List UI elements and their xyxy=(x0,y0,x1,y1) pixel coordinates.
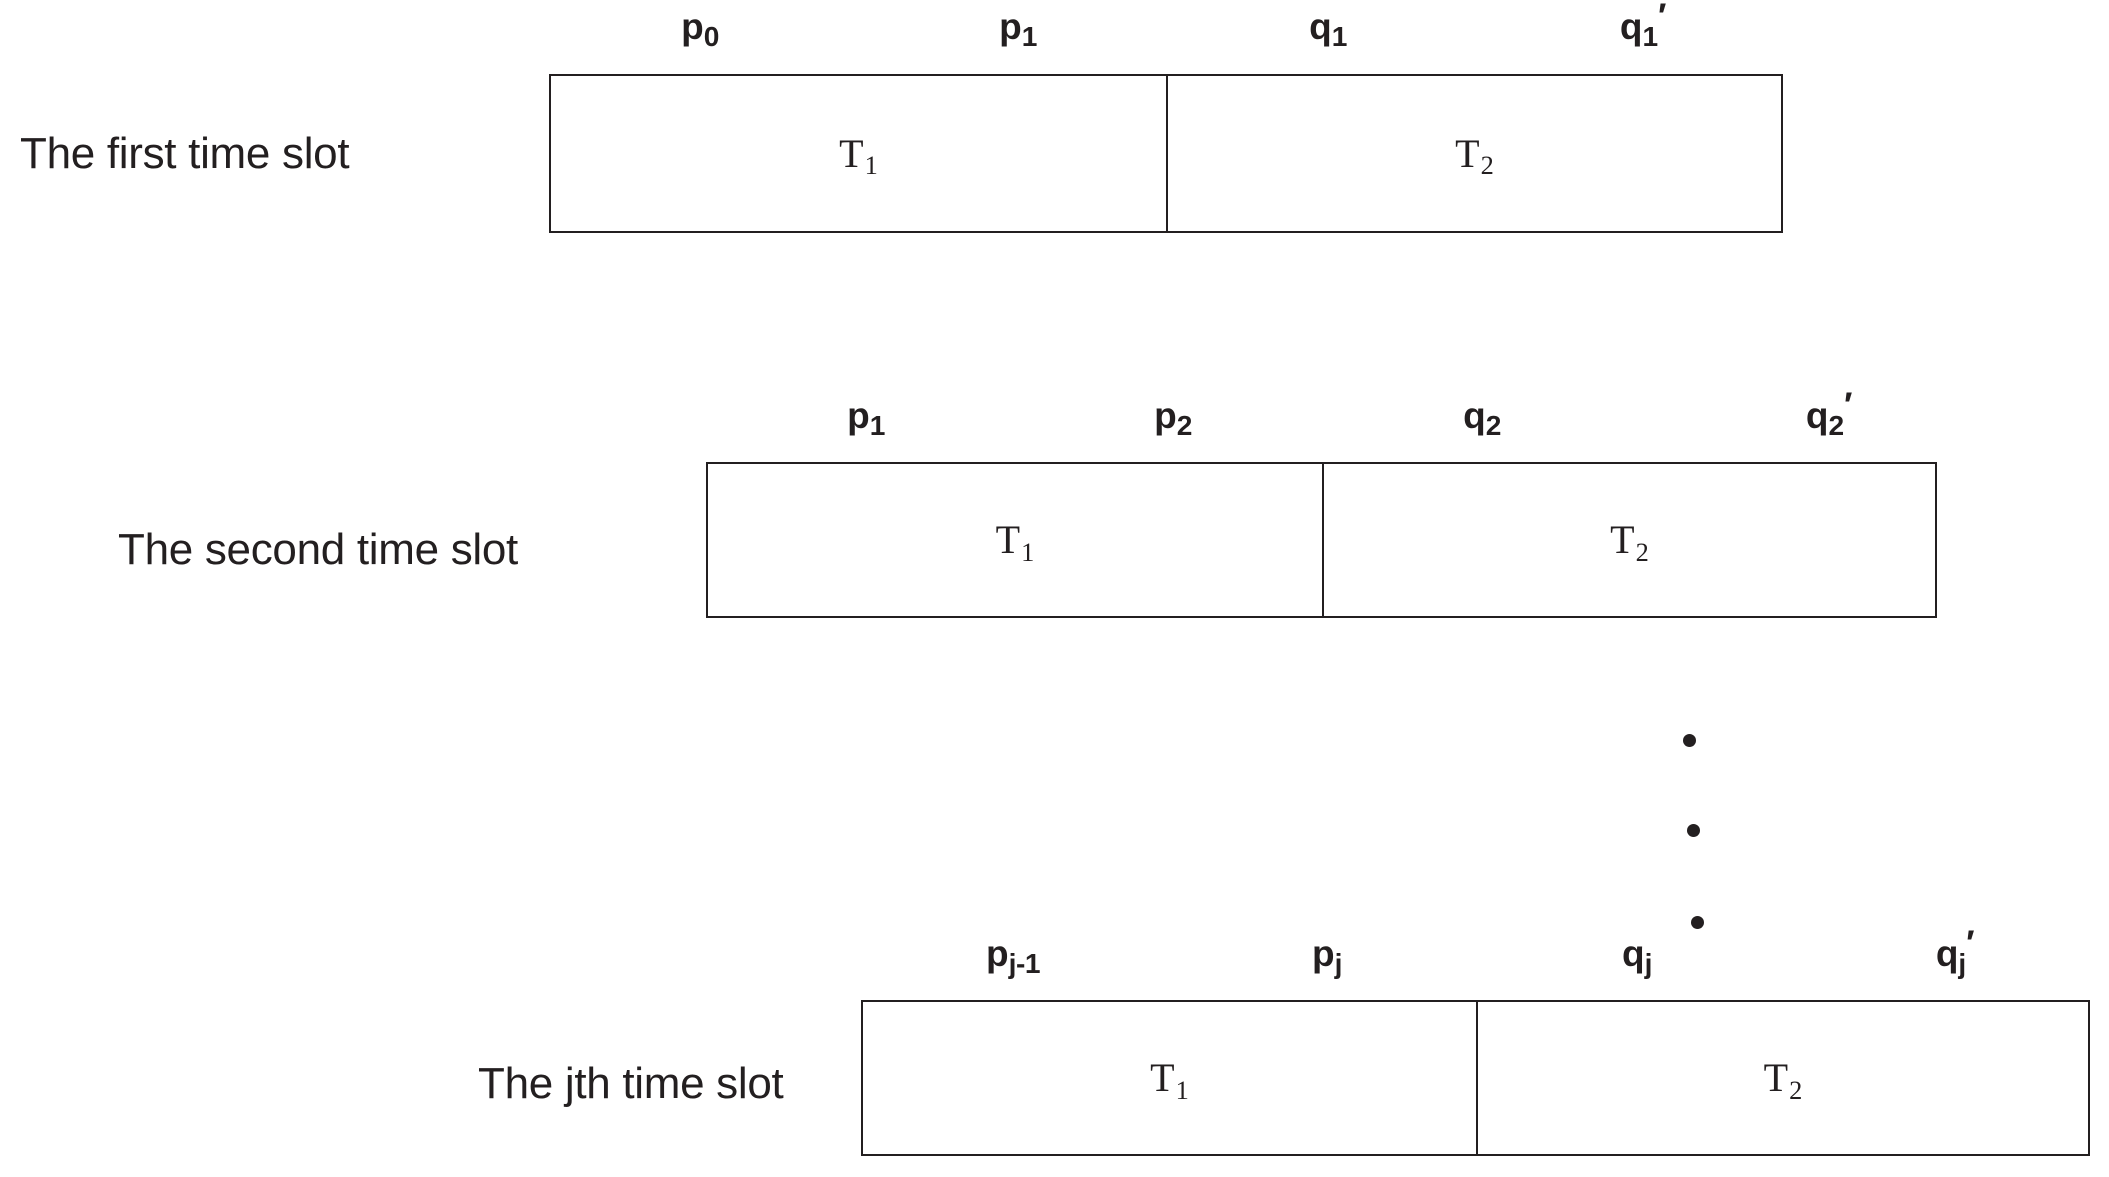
tick-base: q xyxy=(1463,395,1486,436)
tick-label-q2: q2 xyxy=(1463,395,1501,440)
vertical-ellipsis xyxy=(1683,720,1713,940)
tick-base: p xyxy=(847,395,870,436)
tick-sub: 1 xyxy=(1021,21,1038,53)
tick-sub: 1 xyxy=(869,410,886,442)
tick-label-pj-minus-1: pj-1 xyxy=(986,933,1040,978)
tick-sub: j xyxy=(1334,948,1343,980)
tick-prime: ′ xyxy=(1966,923,1975,963)
slot-bar-first: T1 T2 xyxy=(549,74,1783,233)
tick-base: p xyxy=(1312,933,1335,974)
tick-base: q xyxy=(1935,933,1959,974)
slot-bar-jth: T1 T2 xyxy=(861,1000,2090,1156)
slot-caption-jth: The jth time slot xyxy=(478,1059,784,1108)
tick-label-p0: p0 xyxy=(681,6,719,51)
tick-base: q xyxy=(1309,6,1332,47)
tick-sub: 2 xyxy=(1485,410,1502,442)
slot-cell-label: T2 xyxy=(1763,1055,1803,1105)
slot-cell-T2: T2 xyxy=(1322,464,1935,616)
slot-cell-T1: T1 xyxy=(708,464,1322,616)
ellipsis-dot xyxy=(1687,824,1700,837)
tick-sub: 1 xyxy=(1642,21,1659,53)
tick-sub: 2 xyxy=(1176,410,1193,442)
tick-sub: 1 xyxy=(1331,21,1348,53)
tick-label-q2-prime: q2′ xyxy=(1805,388,1853,440)
ellipsis-dot xyxy=(1683,734,1696,747)
tick-base: p xyxy=(681,6,704,47)
slot-cell-T2: T2 xyxy=(1166,76,1781,231)
tick-label-q1: q1 xyxy=(1309,6,1347,51)
tick-base: q xyxy=(1619,6,1643,47)
slot-cell-label: T2 xyxy=(1610,517,1649,567)
slot-cell-label: T2 xyxy=(1455,130,1494,181)
slot-cell-label: T1 xyxy=(839,130,878,181)
tick-sub: j xyxy=(1644,948,1653,980)
tick-base: q xyxy=(1622,933,1645,974)
slot-caption-second: The second time slot xyxy=(118,525,518,574)
tick-base: q xyxy=(1805,395,1829,436)
slot-cell-T1: T1 xyxy=(551,76,1166,231)
tick-sub: 2 xyxy=(1828,410,1845,442)
tick-base: p xyxy=(986,933,1009,974)
tick-prime: ′ xyxy=(1658,0,1667,36)
slot-cell-T2: T2 xyxy=(1476,1002,2088,1154)
tick-label-qj: qj xyxy=(1622,933,1652,978)
tick-label-q1-prime: q1′ xyxy=(1619,0,1667,51)
tick-label-p1: p1 xyxy=(847,395,885,440)
tick-label-p2: p2 xyxy=(1154,395,1192,440)
ellipsis-dot xyxy=(1691,916,1704,929)
tick-prime: ′ xyxy=(1844,385,1853,425)
slot-caption-first: The first time slot xyxy=(20,129,350,178)
slot-cell-label: T1 xyxy=(995,517,1035,567)
tick-base: p xyxy=(1154,395,1177,436)
slot-bar-second: T1 T2 xyxy=(706,462,1937,618)
tick-base: p xyxy=(999,6,1022,47)
tick-label-p1: p1 xyxy=(999,6,1037,51)
tick-sub: 0 xyxy=(703,21,720,53)
slot-cell-label: T1 xyxy=(1150,1055,1189,1105)
tick-sub: j xyxy=(1958,948,1966,980)
tick-sub: j-1 xyxy=(1008,948,1041,980)
tick-label-qj-prime: qj′ xyxy=(1935,926,1975,978)
tick-label-pj: pj xyxy=(1312,933,1342,978)
slot-cell-T1: T1 xyxy=(863,1002,1476,1154)
